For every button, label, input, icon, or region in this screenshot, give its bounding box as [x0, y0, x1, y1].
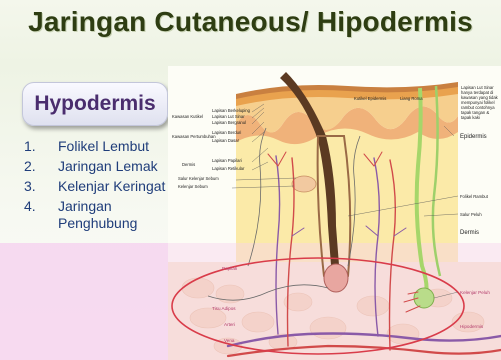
label-lapisan-bergranul: Lapisan Bergranul [212, 120, 246, 125]
list-item-text: Folikel Lembut [58, 138, 184, 155]
label-kelenjar-sebum: Kelenjar Sebum [178, 184, 208, 189]
label-liang-roma: Liang Roma [400, 96, 423, 101]
label-vena: Vena [224, 338, 235, 343]
label-hipodermis: Hipodermis [460, 324, 484, 329]
list-item-text: Kelenjar Keringat [58, 178, 184, 195]
hypodermis-heading-box: Hypodermis [22, 82, 168, 126]
note-line: tapak kaki [461, 115, 480, 120]
label-salur-kelenjar-sebum: Salur Kelenjar Sebum [178, 176, 219, 181]
label-lapisan-berkeluping: Lapisan Berkeluping [212, 108, 251, 113]
hypodermis-heading-text: Hypodermis [34, 92, 155, 116]
sebaceous-gland [292, 176, 316, 192]
label-epidermis-right: Epidermis [460, 134, 487, 140]
label-lapisan-papilari: Lapisan Papilari [212, 158, 242, 163]
label-dermis-right: Dermis [460, 230, 479, 236]
slide-title: Jaringan Cutaneous/ Hipodermis [0, 6, 501, 38]
label-kutikel-epidermis: Kutikel Epidermis [354, 96, 386, 101]
list-item: 4. Jaringan Penghubung [24, 198, 184, 232]
label-kelenjar-peluh: Kelenjar Peluh [460, 290, 490, 295]
list-item-text: Jaringan Penghubung [58, 198, 184, 232]
hypodermis-list: 1. Folikel Lembut 2. Jaringan Lemak 3. K… [24, 138, 184, 235]
list-item-number: 2. [24, 158, 58, 175]
label-kawasan-kutikel: Kawasan Kutikel [172, 114, 203, 119]
label-lapisan-retikular: Lapisan Retikular [212, 166, 245, 171]
label-dermis-left: Dermis [182, 162, 195, 167]
label-folikel-rambut: Folikel Rambut [460, 194, 489, 199]
label-kawasan-pertumbuhan: Kawasan Pertumbuhan [172, 134, 216, 139]
list-item: 1. Folikel Lembut [24, 138, 184, 155]
label-salur-peluh: Salur Peluh [460, 212, 482, 217]
label-papilari: Papilari [222, 266, 237, 271]
label-tisu-adipos: Tisu Adipos [212, 306, 236, 311]
list-item: 3. Kelenjar Keringat [24, 178, 184, 195]
list-item-number: 1. [24, 138, 58, 155]
label-arteri: Arteri [224, 322, 235, 327]
label-lapisan-lut-sinar: Lapisan Lut Sinar [212, 114, 245, 119]
label-lapisan-dasar: Lapisan Dasar [212, 138, 240, 143]
list-item-text: Jaringan Lemak [58, 158, 184, 175]
list-item: 2. Jaringan Lemak [24, 158, 184, 175]
skin-cross-section-diagram: Kutikel Epidermis Liang Roma Lapisan Lut… [168, 66, 501, 360]
list-item-number: 3. [24, 178, 58, 195]
list-item-number: 4. [24, 198, 58, 232]
label-lapisan-berduri: Lapisan Berduri [212, 130, 241, 135]
